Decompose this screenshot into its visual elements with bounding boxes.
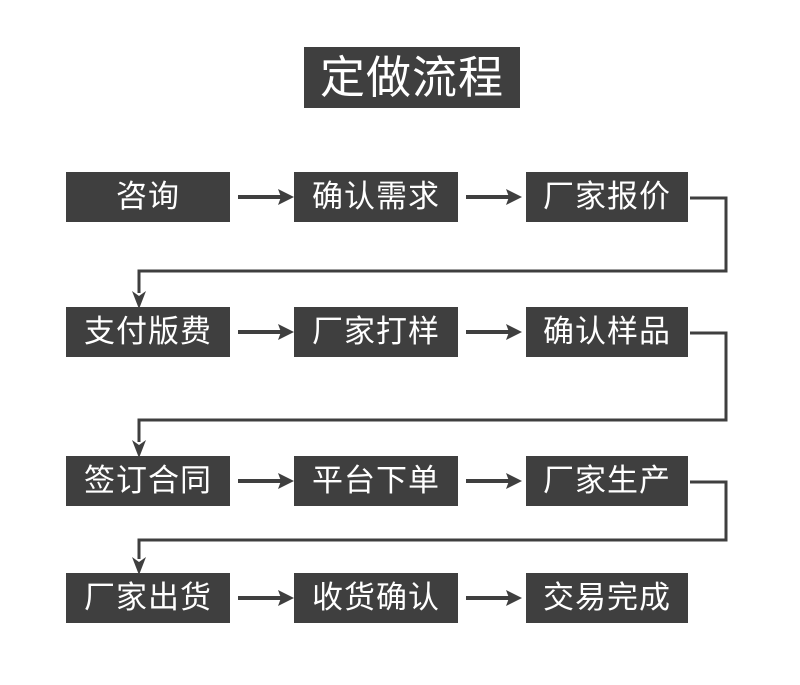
diagram-title: 定做流程 [304,47,520,108]
arrow-right-icon [466,469,522,493]
flow-node-step-5[interactable]: 厂家打样 [294,307,458,357]
flow-node-step-4[interactable]: 支付版费 [66,307,230,357]
arrow-right-icon [238,586,294,610]
flow-node-step-6[interactable]: 确认样品 [526,307,688,357]
flow-node-step-10[interactable]: 厂家出货 [66,573,230,623]
flow-node-step-1[interactable]: 咨询 [66,172,230,222]
wrap-connector-path-row1 [130,193,734,311]
flow-node-step-12[interactable]: 交易完成 [526,573,688,623]
arrow-right-icon [238,185,294,209]
arrow-right-icon [466,586,522,610]
arrow-right-icon [238,469,294,493]
wrap-connector-path-row2 [130,328,734,460]
wrap-connector-path-row3 [130,477,734,577]
arrow-right-icon [466,185,522,209]
flow-node-step-2[interactable]: 确认需求 [294,172,458,222]
arrow-right-icon [238,320,294,344]
arrow-right-icon [466,320,522,344]
flow-node-step-3[interactable]: 厂家报价 [526,172,688,222]
flow-node-step-8[interactable]: 平台下单 [294,456,458,506]
flow-node-step-11[interactable]: 收货确认 [294,573,458,623]
flow-node-step-9[interactable]: 厂家生产 [526,456,688,506]
flow-node-step-7[interactable]: 签订合同 [66,456,230,506]
